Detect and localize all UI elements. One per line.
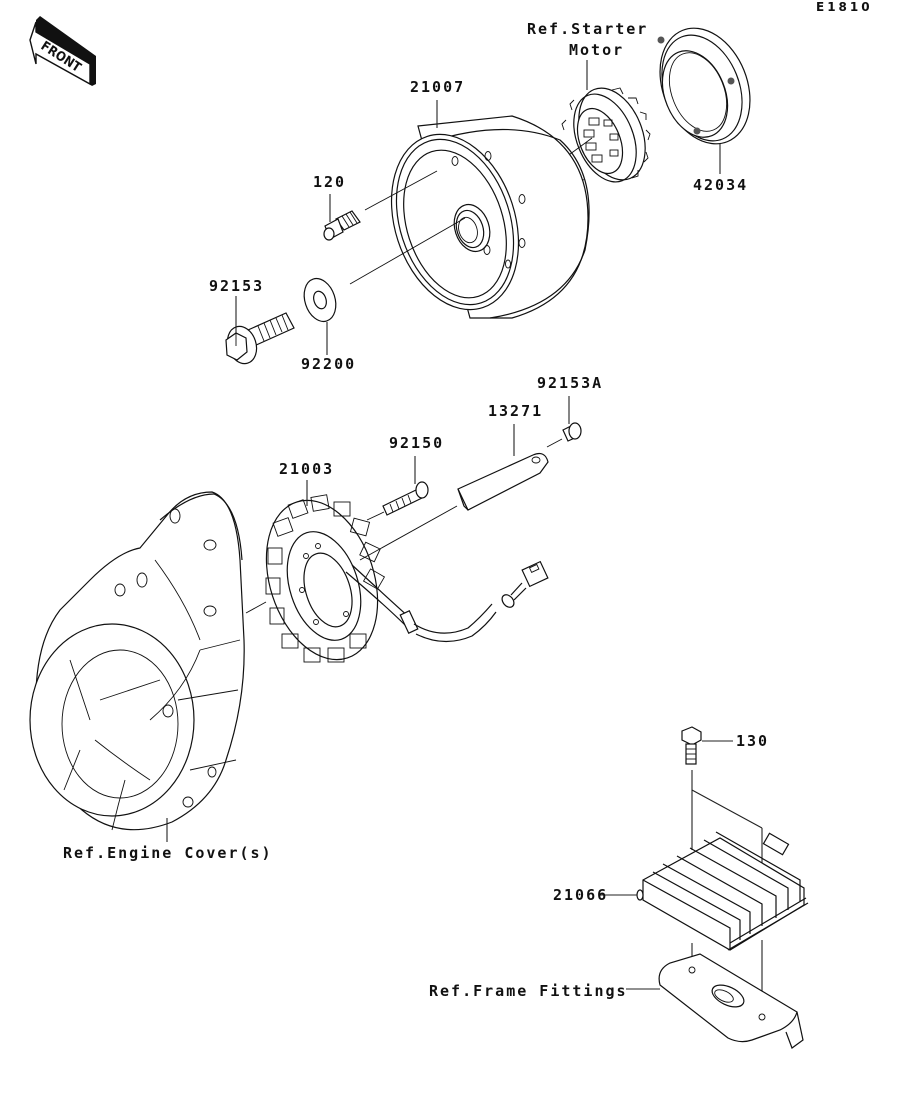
part-21007-flywheel [390,115,590,319]
diagram-code: E1810 [816,0,873,14]
part-label-92150: 92150 [389,434,445,452]
part-92150-bolt [382,481,429,516]
part-label-92153A: 92153A [537,374,604,392]
part-label-42034: 42034 [693,176,749,194]
frame-fitting-bracket-ref [658,953,804,1049]
part-42034-ring [657,27,751,145]
part-label-92153: 92153 [209,277,265,295]
part-13271-clamp [457,452,549,511]
engine-cover-ref [29,491,245,831]
part-92200-washer [303,277,337,323]
part-label-13271: 13271 [488,402,544,420]
part-120-bolt [323,210,361,241]
ref-starter-motor-label-line1: Ref.Starter [527,20,649,38]
part-label-92200: 92200 [301,355,357,373]
part-label-21007: 21007 [410,78,466,96]
part-21066-regulator [636,831,809,951]
starter-clutch-assembly [561,87,651,183]
ref-starter-motor-label-line2: Motor [569,41,625,59]
part-92153A-bolt [562,422,582,442]
part-label-120: 120 [313,173,347,191]
part-130-bolt [681,726,702,765]
ref-frame-fittings-label: Ref.Frame Fittings [429,982,628,1000]
part-label-130: 130 [736,732,770,750]
part-label-21003: 21003 [279,460,335,478]
part-label-21066: 21066 [553,886,609,904]
part-21003-stator [265,494,549,663]
front-arrow-icon: FRONT [29,16,96,86]
ref-engine-cover-label: Ref.Engine Cover(s) [63,844,273,862]
part-92153-bolt [225,312,295,365]
